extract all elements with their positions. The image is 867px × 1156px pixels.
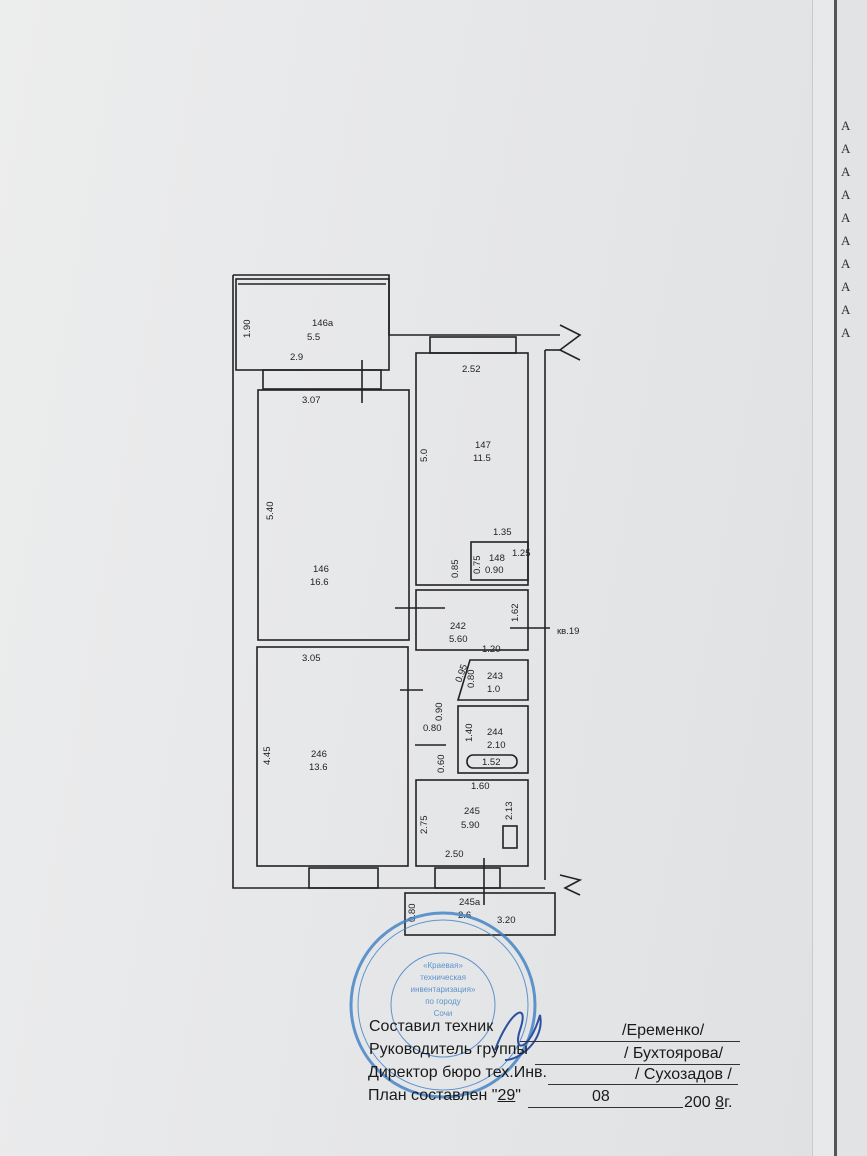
dimension: 1.60 [471,781,490,792]
dimension: 5.0 [419,449,430,462]
letter: A [841,279,851,294]
dimension: 3.07 [302,395,321,406]
room-number: 244 [487,727,503,738]
letter: A [841,302,851,317]
year-digit: 8 [715,1094,725,1111]
dimension: 0.60 [436,755,447,774]
date-month: 08 [592,1088,610,1105]
room-number: 147 [475,440,491,451]
signature-role: Руководитель группы [369,1041,528,1058]
room-number: 242 [450,621,466,632]
dimension: 3.20 [497,915,516,926]
room-number: 146 [313,564,329,575]
dimension: 0.80 [466,670,477,689]
stamp-text: «Краевая» [423,961,463,970]
dimension: 2.13 [504,802,515,821]
room-number: 245а [459,897,481,908]
date-label: План составлен [368,1087,488,1104]
dimension: 5.40 [265,502,276,521]
dimension: 3.05 [302,653,321,664]
dimension: 1.25 [512,548,531,559]
adjacent-page-edge [812,0,835,1156]
handwritten-signature [494,1011,542,1061]
room-number: 146а [312,318,334,329]
signature-line [520,1041,740,1042]
room-labels: 146а 5.5 146 16.6 147 11.5 148 0.90 242 … [307,318,579,921]
document-sheet [0,0,812,1156]
dimension: 0.80 [423,723,442,734]
official-stamp: «Краевая» техническая инвентаризация» по… [349,911,537,1099]
room-area: 11.5 [473,453,491,464]
signature-name: /Еременко/ [622,1022,705,1039]
room-number: 243 [487,671,503,682]
room-area: 1.0 [487,684,500,695]
signature-role: Директор бюро тех.Инв. [368,1064,547,1081]
dimension: 1.35 [493,527,512,538]
underlying-page: A A A A A A A A A A [834,0,867,1156]
dimension: 2.50 [445,849,464,860]
dimension: 1.40 [464,724,475,743]
year-suffix: г. [724,1094,733,1111]
room-area: 5.5 [307,332,320,343]
year-prefix: 200 [684,1094,711,1111]
room-number: 148 [489,553,505,564]
walls [232,274,583,936]
letter: A [841,325,851,340]
room-area: 16.6 [310,577,329,588]
signature-name: / Бухтоярова/ [624,1045,724,1062]
dimension: 1.90 [242,320,253,339]
letter: A [841,187,851,202]
date-line [528,1107,683,1108]
room-number: 245 [464,806,480,817]
dimensions: 1.90 2.9 3.07 5.40 2.52 5.0 1.35 1.25 0.… [242,320,531,927]
dimension: 1.20 [482,644,501,655]
room-number: 246 [311,749,327,760]
letter: A [841,118,851,133]
neighbor-apartment-label: кв.19 [557,626,579,637]
dimension: 4.45 [262,747,273,766]
date-year: 200 8г. [684,1094,732,1112]
room-area: 5.60 [449,634,468,645]
letter: A [841,141,851,156]
dimension: 0.75 [472,556,483,575]
dimension: 2.9 [290,352,303,363]
date-day: 29 [497,1087,516,1104]
stamp-text: инвентаризация» [411,985,476,994]
room-area: 2.10 [487,740,506,751]
letter: A [841,210,851,225]
signature-line [548,1084,738,1085]
letter: A [841,256,851,271]
dimension: 2.52 [462,364,481,375]
stamp-text: техническая [420,973,466,982]
room-area: 0.90 [485,565,504,576]
room-area: 5.90 [461,820,480,831]
plan-date-row: План составлен "29" [368,1087,521,1104]
stamp-text: по городу [425,997,461,1006]
stamp-text: Сочи [434,1009,453,1018]
letter: A [841,164,851,179]
letter: A [841,233,851,248]
room-area: 13.6 [309,762,328,773]
dimension: 0.85 [450,560,461,579]
dimension: 2.75 [419,816,430,835]
dimension: 0.80 [407,904,418,923]
dimension: 0.90 [434,703,445,722]
signature-line [535,1064,740,1065]
dimension: 1.52 [482,757,501,768]
signature-role: Составил техник [369,1018,494,1035]
signature-name: / Сухозадов / [635,1066,732,1083]
dimension: 1.62 [510,604,521,623]
